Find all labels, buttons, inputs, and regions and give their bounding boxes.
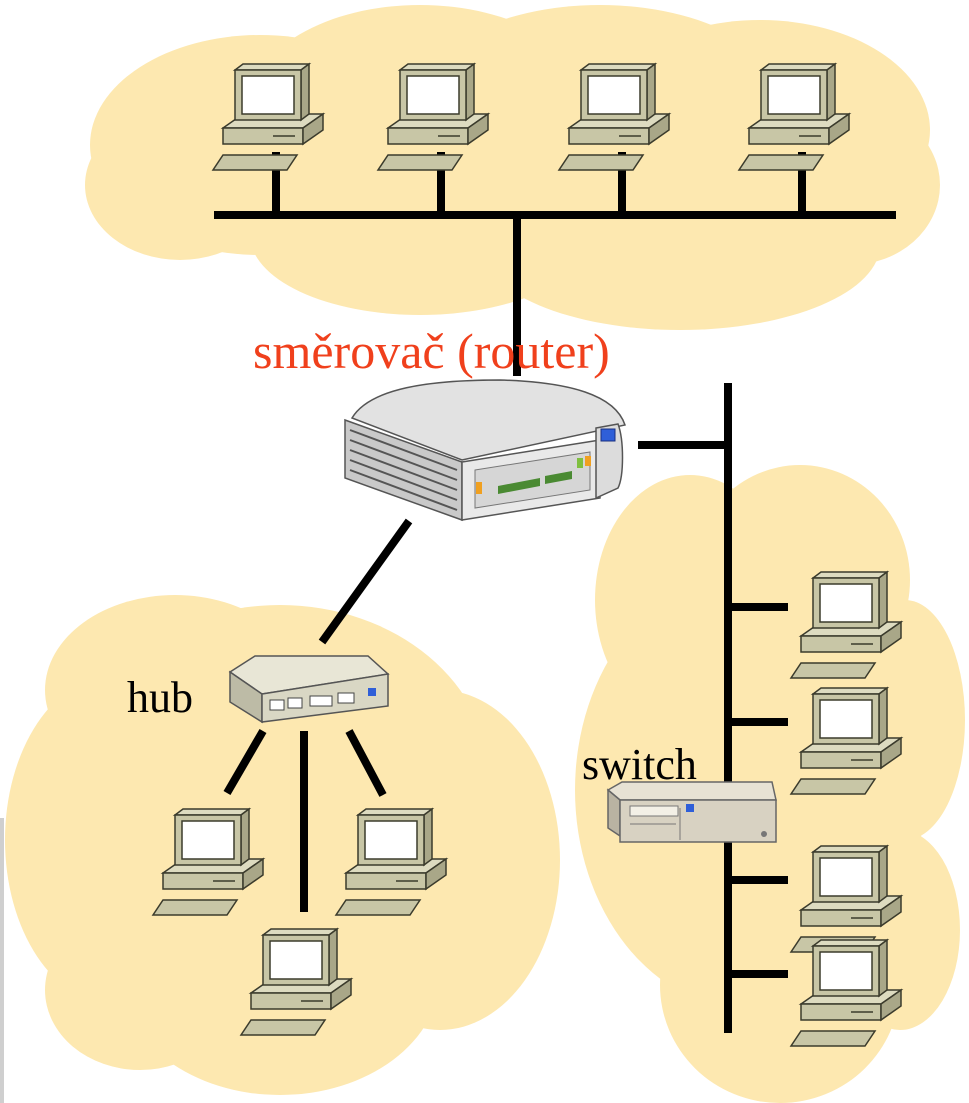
left-edge-strip [0, 818, 4, 1103]
switch-icon [606, 781, 777, 843]
switch-label: switch [582, 740, 697, 789]
hub-icon [228, 655, 390, 724]
router-icon [344, 379, 626, 522]
hub-label: hub [127, 673, 193, 722]
network-cables [214, 152, 896, 1033]
router-label: směrovač (router) [253, 323, 610, 379]
